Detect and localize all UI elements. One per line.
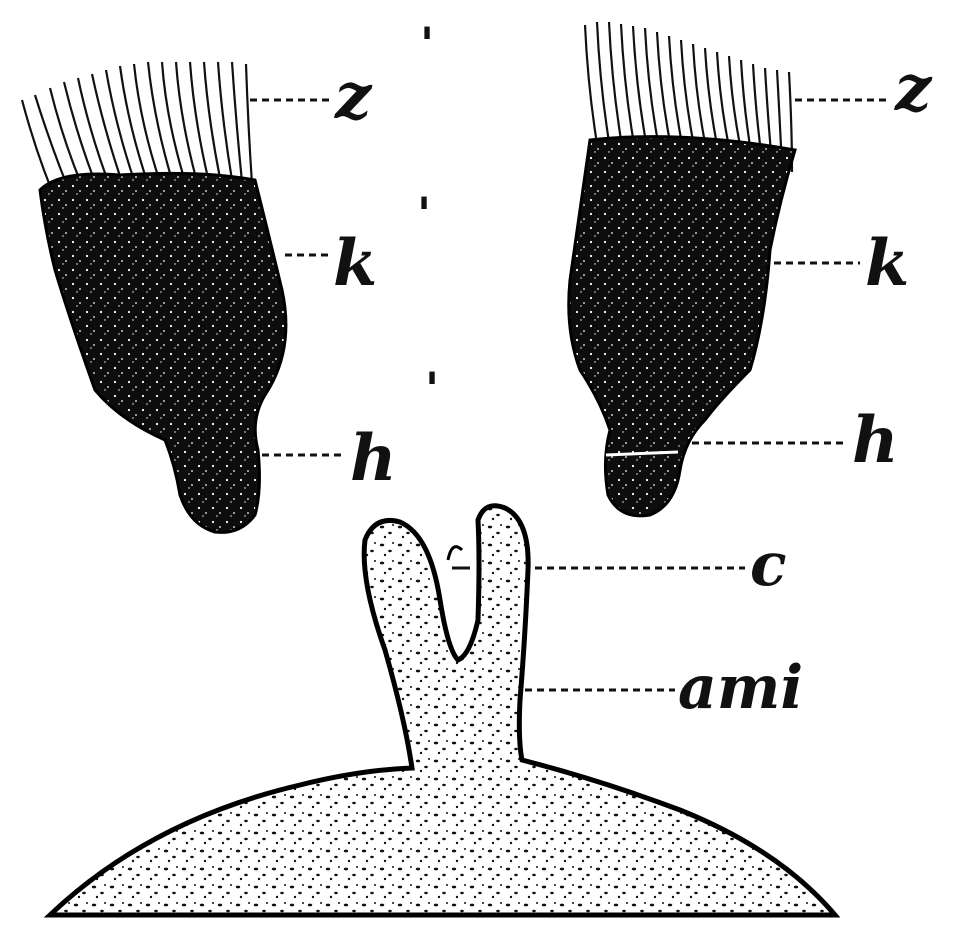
label-z-prime-mark: '	[420, 17, 434, 71]
label-ami: ami	[678, 653, 803, 723]
label-k-prime-mark: '	[417, 187, 431, 241]
label-z-prime: z	[334, 59, 373, 134]
label-h-prime: h	[350, 421, 397, 496]
papilla-notch	[448, 547, 462, 560]
left-cell	[22, 62, 286, 532]
label-z: z	[894, 51, 933, 126]
label-k: k	[865, 226, 909, 301]
label-h-prime-mark: '	[425, 362, 439, 416]
right-cell-body	[569, 137, 795, 516]
label-c: c	[750, 530, 787, 600]
leader-lines	[250, 100, 890, 690]
left-cell-body	[40, 173, 286, 532]
label-h: h	[852, 403, 899, 478]
label-k-prime: k	[333, 226, 377, 301]
